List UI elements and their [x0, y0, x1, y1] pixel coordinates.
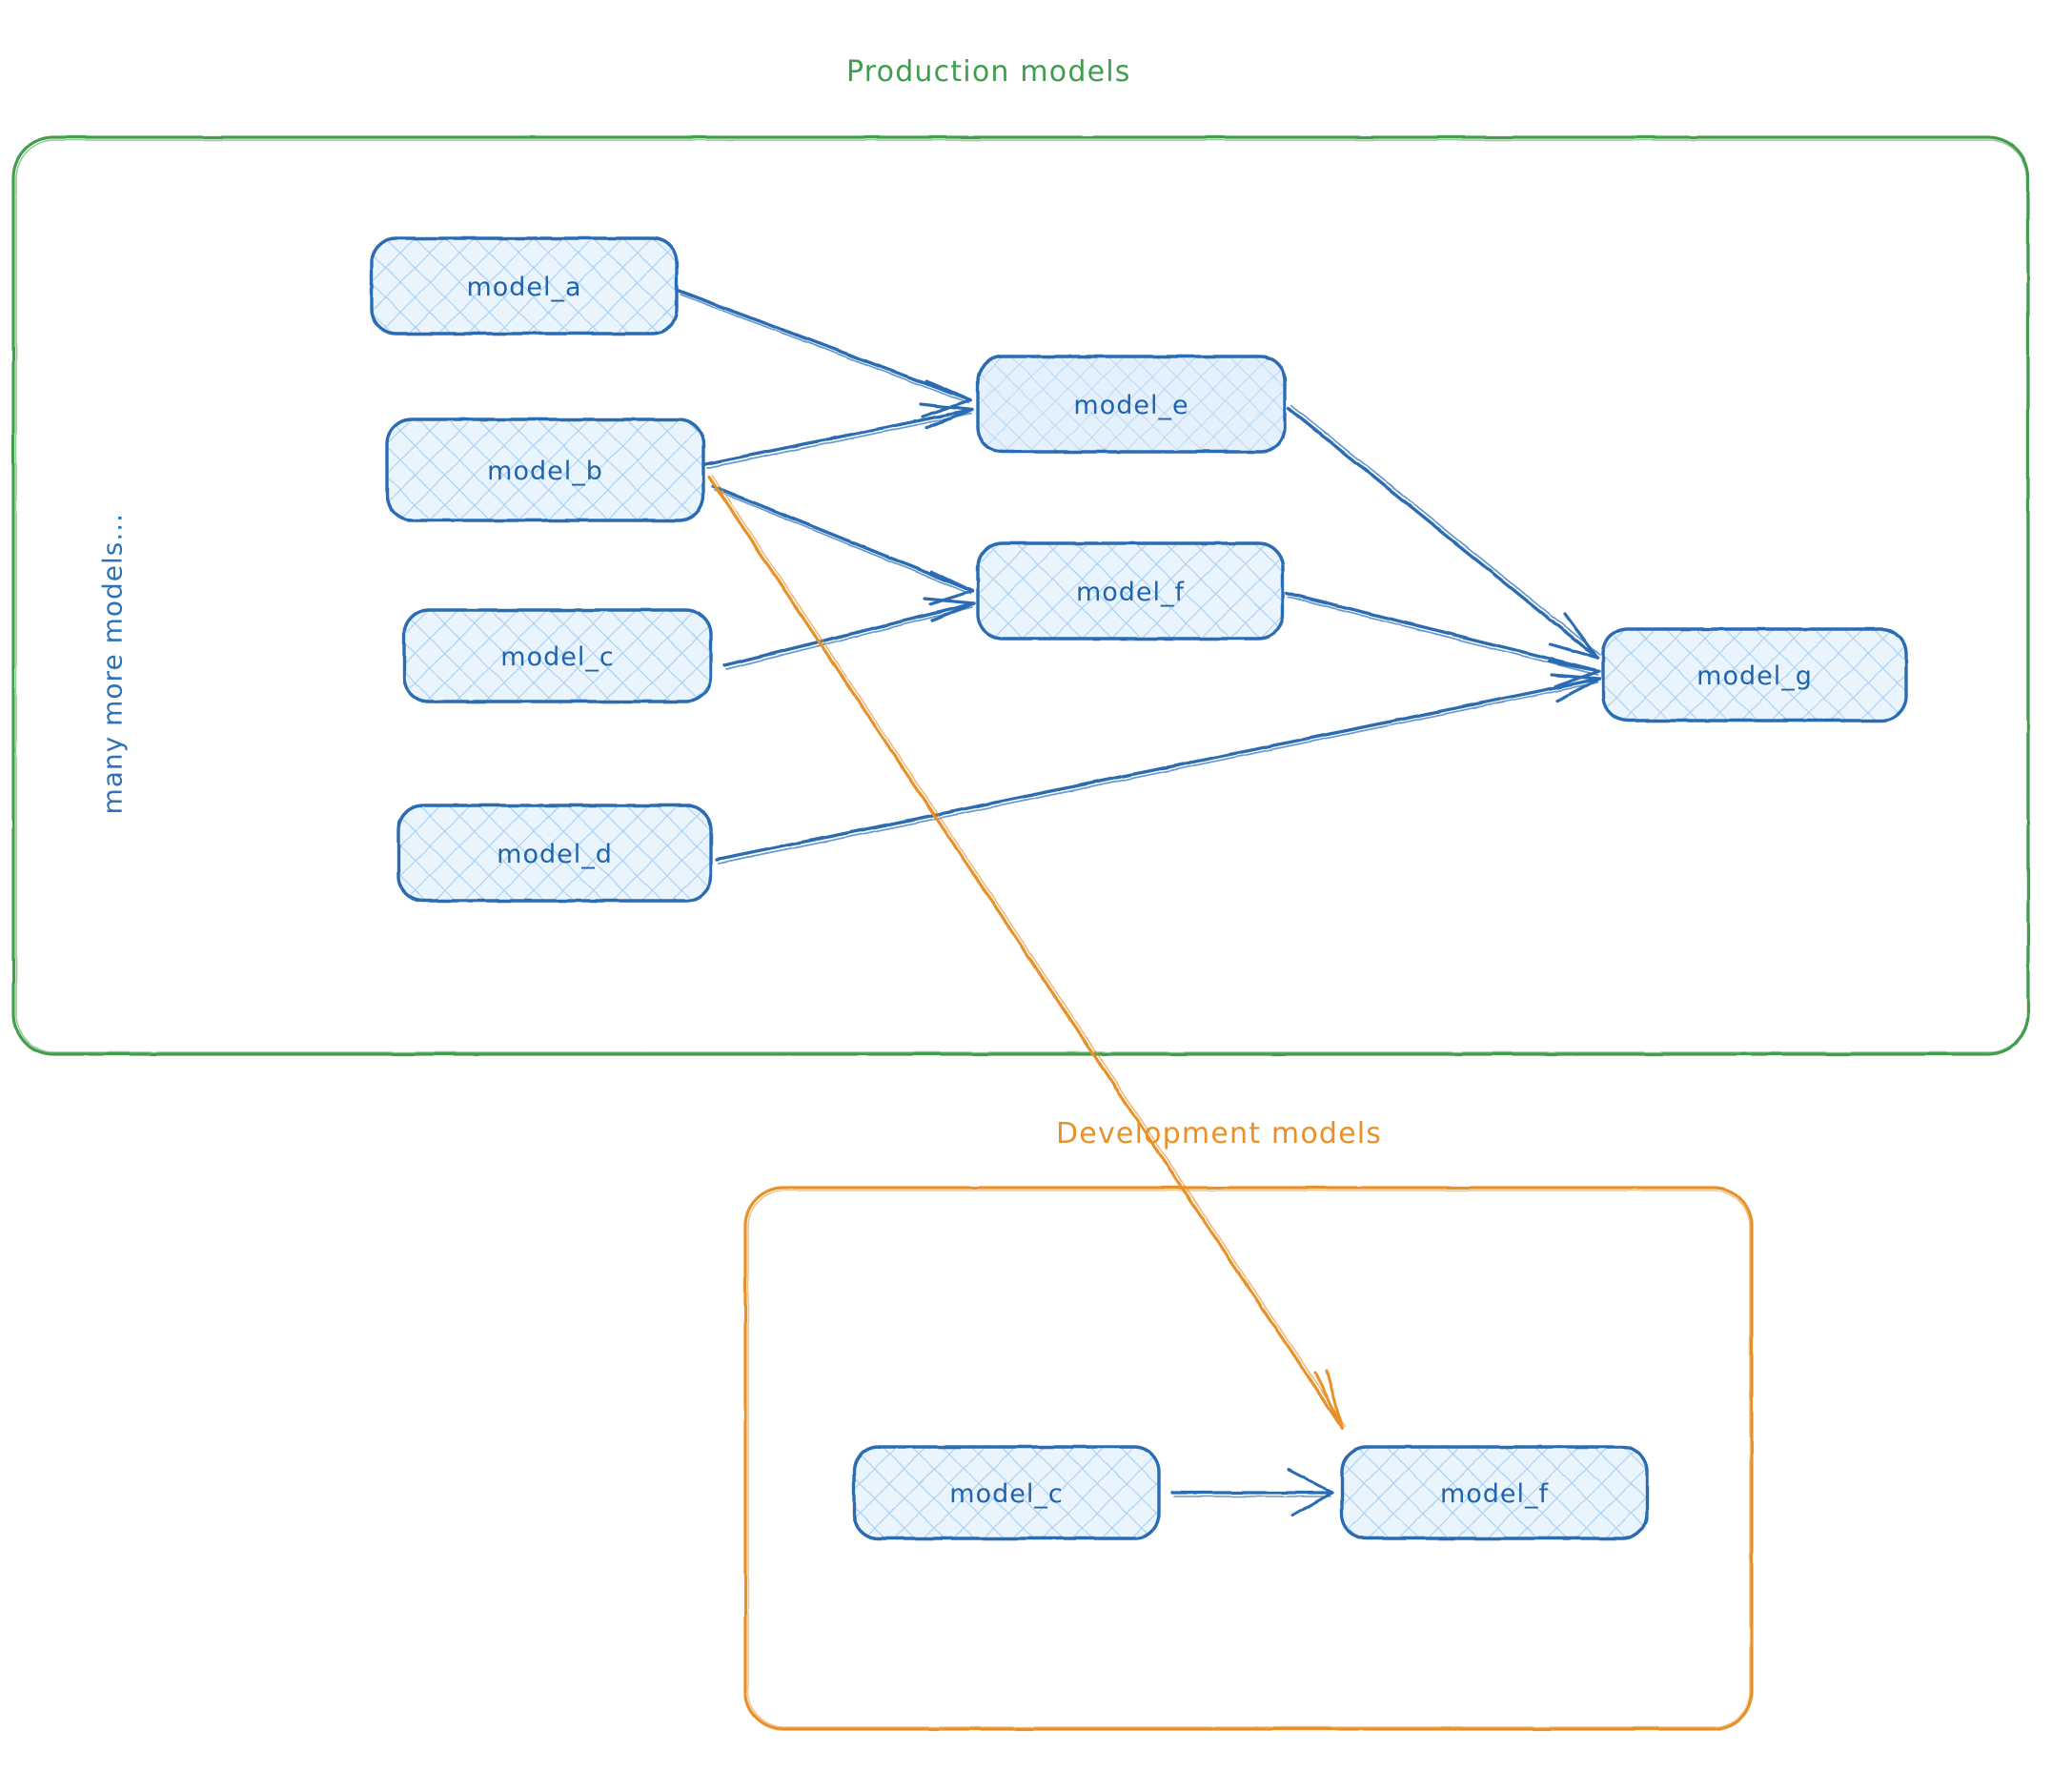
edge-c-to-f — [722, 597, 976, 670]
node-prod-model-a[interactable] — [370, 236, 679, 336]
group-container-production[interactable] — [11, 135, 2030, 1056]
edge-d-to-g — [715, 673, 1601, 865]
edge-e-to-g — [1287, 404, 1601, 660]
node-dev-model-c-hit[interactable] — [854, 1447, 1159, 1538]
node-prod-model-d-hit[interactable] — [398, 805, 711, 901]
edge-layer — [677, 289, 1601, 1517]
group-container-development[interactable] — [743, 1186, 1754, 1731]
node-prod-model-e[interactable] — [976, 355, 1287, 454]
edge-b-to-f — [711, 484, 974, 606]
node-layer — [370, 236, 1908, 1540]
group-title-production: Production models — [846, 55, 1131, 89]
node-dev-model-f[interactable] — [1340, 1445, 1649, 1540]
node-prod-model-f[interactable] — [976, 541, 1285, 641]
node-prod-model-c-hit[interactable] — [404, 610, 711, 702]
node-prod-model-b[interactable] — [385, 417, 705, 522]
node-prod-model-f-hit[interactable] — [978, 543, 1283, 639]
node-prod-model-a-hit[interactable] — [372, 238, 677, 334]
edge-b-to-dev-f — [707, 474, 1346, 1430]
node-prod-model-g-hit[interactable] — [1603, 629, 1906, 721]
node-dev-model-f-hit[interactable] — [1342, 1447, 1647, 1538]
group-title-development: Development models — [1056, 1117, 1383, 1150]
node-dev-model-c[interactable] — [852, 1445, 1161, 1540]
node-prod-model-g[interactable] — [1601, 627, 1908, 723]
node-prod-model-c[interactable] — [402, 608, 713, 703]
node-prod-model-d[interactable] — [396, 804, 713, 903]
edge-dev-c-to-dev-f — [1170, 1468, 1334, 1517]
side-note-many-more-models: many more models... — [96, 512, 129, 815]
node-prod-model-e-hit[interactable] — [978, 356, 1285, 452]
edge-f-to-g — [1285, 591, 1601, 688]
edge-b-to-e — [703, 402, 974, 469]
edge-a-to-e — [677, 289, 972, 418]
node-prod-model-b-hit[interactable] — [387, 419, 703, 520]
